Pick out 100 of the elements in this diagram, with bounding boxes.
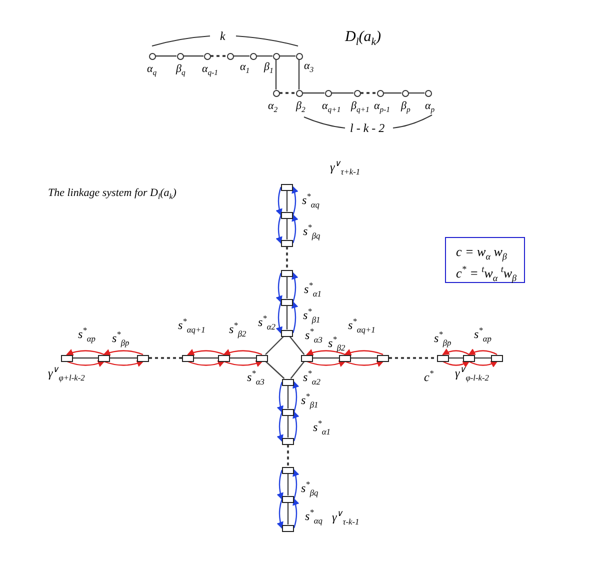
node-label: β$_{q+1}$ <box>351 101 370 114</box>
curved-arrow <box>276 186 282 216</box>
curved-arrow <box>66 349 104 356</box>
node-label: α$_{1}$ <box>240 62 250 75</box>
linkage-box <box>137 354 149 362</box>
curved-arrow <box>291 272 298 302</box>
connector-line <box>73 357 98 359</box>
connector-line <box>256 55 272 57</box>
math-label: c$^{*}$ <box>424 370 434 383</box>
connector-line <box>286 306 288 330</box>
linkage-box <box>281 240 293 246</box>
node-label: β$_{q}$ <box>176 64 186 77</box>
curved-arrow <box>104 360 144 367</box>
connector-line <box>298 60 300 90</box>
count-label: l - k - 2 <box>350 122 385 134</box>
curved-arrow <box>188 360 225 367</box>
math-label: D$_{l}$(a$_{k}$) <box>345 30 381 48</box>
dashed-line <box>360 92 376 94</box>
connector-line <box>287 502 289 524</box>
curved-arrow <box>276 302 283 334</box>
node-label: α$_{q+1}$ <box>322 101 341 114</box>
connector-line <box>302 92 324 94</box>
formula: c$^{*}$ = $^{t}$w$_{α}$ $^{t}$w$_{β}$ <box>456 265 517 284</box>
connector-line <box>287 386 289 408</box>
node-label: β$_{2}$ <box>296 101 306 114</box>
curved-arrow <box>468 348 498 356</box>
connector-line <box>332 92 354 94</box>
figure-title: The linkage system for D$_{l}$(a$_{k}$) <box>48 188 176 201</box>
connector-line <box>286 190 288 212</box>
node-label: α$_{p-1}$ <box>374 101 390 114</box>
node-label: β$_{p}$ <box>401 101 410 114</box>
linkage-box <box>437 354 449 362</box>
connector-line <box>290 361 305 379</box>
curved-arrow <box>276 272 283 303</box>
connector-line <box>384 92 402 94</box>
curved-arrow <box>344 349 384 356</box>
curved-arrow <box>306 360 346 367</box>
curved-arrow <box>276 412 284 442</box>
linkage-box <box>281 270 293 276</box>
connector-line <box>110 357 137 359</box>
curved-arrow <box>103 349 144 356</box>
formula: c = w$_{α}$ w$_{β}$ <box>456 245 507 262</box>
connector-line <box>156 55 176 57</box>
connector-line <box>184 55 204 57</box>
node-label: α$_{p}$ <box>425 101 435 114</box>
linkage-box <box>256 354 268 362</box>
connector-line <box>230 357 256 359</box>
dashed-line <box>149 357 182 359</box>
curved-arrow <box>468 360 498 368</box>
linkage-box <box>282 466 294 474</box>
node-label: α$_{2}$ <box>268 101 278 114</box>
connector-line <box>449 357 463 359</box>
connector-line <box>287 416 289 438</box>
curved-arrow <box>276 214 282 244</box>
connector-line <box>286 218 288 240</box>
linkage-box <box>282 408 294 416</box>
connector-line <box>286 276 288 298</box>
curved-arrow <box>187 349 224 356</box>
linkage-box <box>282 378 294 386</box>
curved-arrow <box>442 348 470 356</box>
linkage-box <box>218 354 230 362</box>
curved-arrow <box>276 382 284 413</box>
curved-arrow <box>66 360 105 367</box>
curved-arrow <box>306 349 346 356</box>
linkage-box <box>377 354 389 362</box>
node-label: α$_{3}$ <box>304 61 314 74</box>
curved-arrow <box>291 301 298 334</box>
curved-arrow <box>223 349 262 356</box>
connector-line <box>408 92 424 94</box>
node-label: β$_{1}$ <box>264 62 274 75</box>
curved-arrow <box>292 186 298 216</box>
connector-line <box>475 357 491 359</box>
curved-arrow <box>292 498 300 528</box>
curved-arrow <box>442 360 470 368</box>
connector-line <box>280 55 296 57</box>
linkage-box <box>61 354 73 362</box>
linkage-box <box>339 354 351 362</box>
curved-arrow <box>224 360 263 367</box>
linkage-box <box>282 524 294 532</box>
connector-line <box>287 474 289 496</box>
connector-line <box>351 357 377 359</box>
curved-arrow <box>344 360 384 367</box>
connector-line <box>313 357 339 359</box>
dashed-line <box>389 357 437 359</box>
connector-line <box>289 336 305 355</box>
definition-panel <box>445 237 525 283</box>
linkage-box <box>281 212 293 218</box>
linkage-box <box>491 354 503 362</box>
linkage-box <box>301 354 313 362</box>
linkage-box <box>463 354 475 362</box>
linkage-box <box>182 354 194 362</box>
curved-arrow <box>276 470 284 500</box>
dashed-line <box>286 246 288 270</box>
curved-arrow <box>292 381 300 412</box>
linkage-box <box>281 298 293 306</box>
linkage-box <box>281 184 293 190</box>
connector-line <box>265 361 285 379</box>
count-label: k <box>220 30 226 42</box>
node-label: α$_{q-1}$ <box>202 64 218 77</box>
connector-line <box>265 336 284 355</box>
